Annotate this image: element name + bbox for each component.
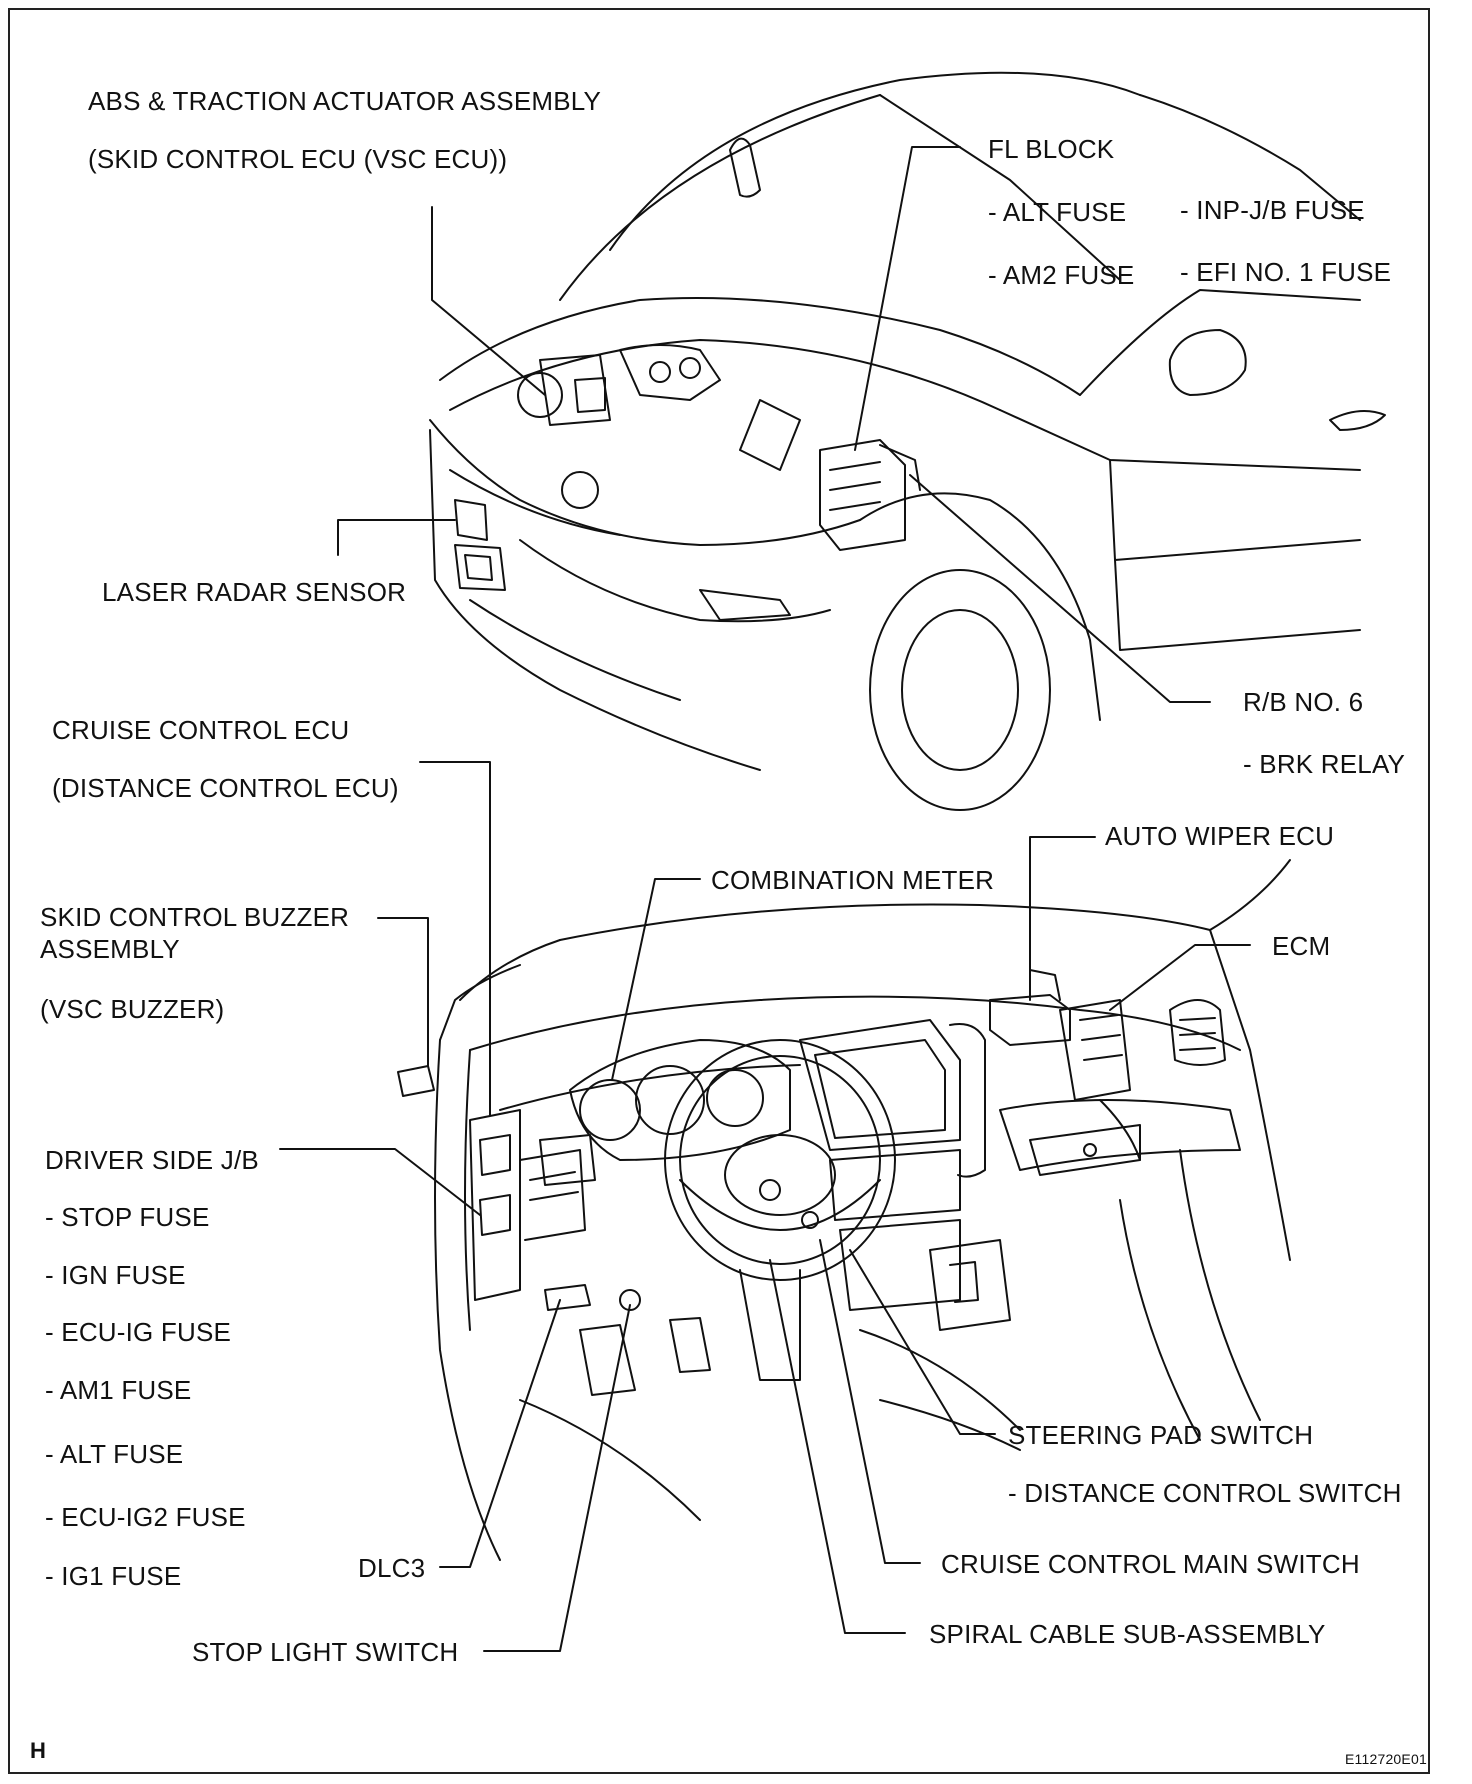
jb-fuse-item: - AM1 FUSE [45,1375,192,1405]
fl-inp-jb-fuse-label: - INP-J/B FUSE [1180,195,1365,225]
leader-lines [279,146,1251,1652]
stop-light-switch-label: STOP LIGHT SWITCH [192,1637,459,1667]
auto-wiper-ecu-label: AUTO WIPER ECU [1105,821,1335,851]
diagram-frame [8,8,1430,1774]
vehicle-front-illustration [429,71,1386,811]
skid-control-ecu-label: (SKID CONTROL ECU (VSC ECU)) [88,144,508,174]
spiral-cable-label: SPIRAL CABLE SUB-ASSEMBLY [929,1619,1326,1649]
abs-actuator-label: ABS & TRACTION ACTUATOR ASSEMBLY [88,86,602,116]
rb-no6-label: R/B NO. 6 [1243,687,1364,717]
steering-pad-switch-label: STEERING PAD SWITCH [1008,1420,1314,1450]
combination-meter-label: COMBINATION METER [711,865,995,895]
skid-buzzer-label-line1: SKID CONTROL BUZZER [40,902,350,932]
brk-relay-label: - BRK RELAY [1243,749,1406,779]
fl-block-label: FL BLOCK [988,134,1115,164]
skid-buzzer-label-line2: ASSEMBLY [40,934,180,964]
fl-alt-fuse-label: - ALT FUSE [988,197,1127,227]
corner-mark: H [30,1738,47,1763]
jb-fuse-item: - ECU-IG FUSE [45,1317,232,1347]
driver-side-jb-label: DRIVER SIDE J/B [45,1145,259,1175]
jb-fuse-item: - ALT FUSE [45,1439,184,1469]
fl-efi-fuse-label: - EFI NO. 1 FUSE [1180,257,1392,287]
figure-id: E112720E01 [1345,1751,1427,1767]
vsc-buzzer-label: (VSC BUZZER) [40,994,225,1024]
cruise-main-switch-label: CRUISE CONTROL MAIN SWITCH [941,1549,1360,1579]
ecm-label: ECM [1272,931,1331,961]
distance-control-ecu-label: (DISTANCE CONTROL ECU) [52,773,399,803]
jb-fuse-item: - STOP FUSE [45,1202,210,1232]
cruise-control-ecu-label: CRUISE CONTROL ECU [52,715,350,745]
jb-fuse-item: - ECU-IG2 FUSE [45,1502,246,1532]
laser-radar-sensor-label: LASER RADAR SENSOR [102,577,407,607]
dlc3-label: DLC3 [358,1553,426,1583]
jb-fuse-item: - IGN FUSE [45,1260,186,1290]
fl-am2-fuse-label: - AM2 FUSE [988,260,1135,290]
dashboard-illustration [397,859,1291,1561]
distance-control-switch-label: - DISTANCE CONTROL SWITCH [1008,1478,1402,1508]
jb-fuse-item: - IG1 FUSE [45,1561,182,1591]
